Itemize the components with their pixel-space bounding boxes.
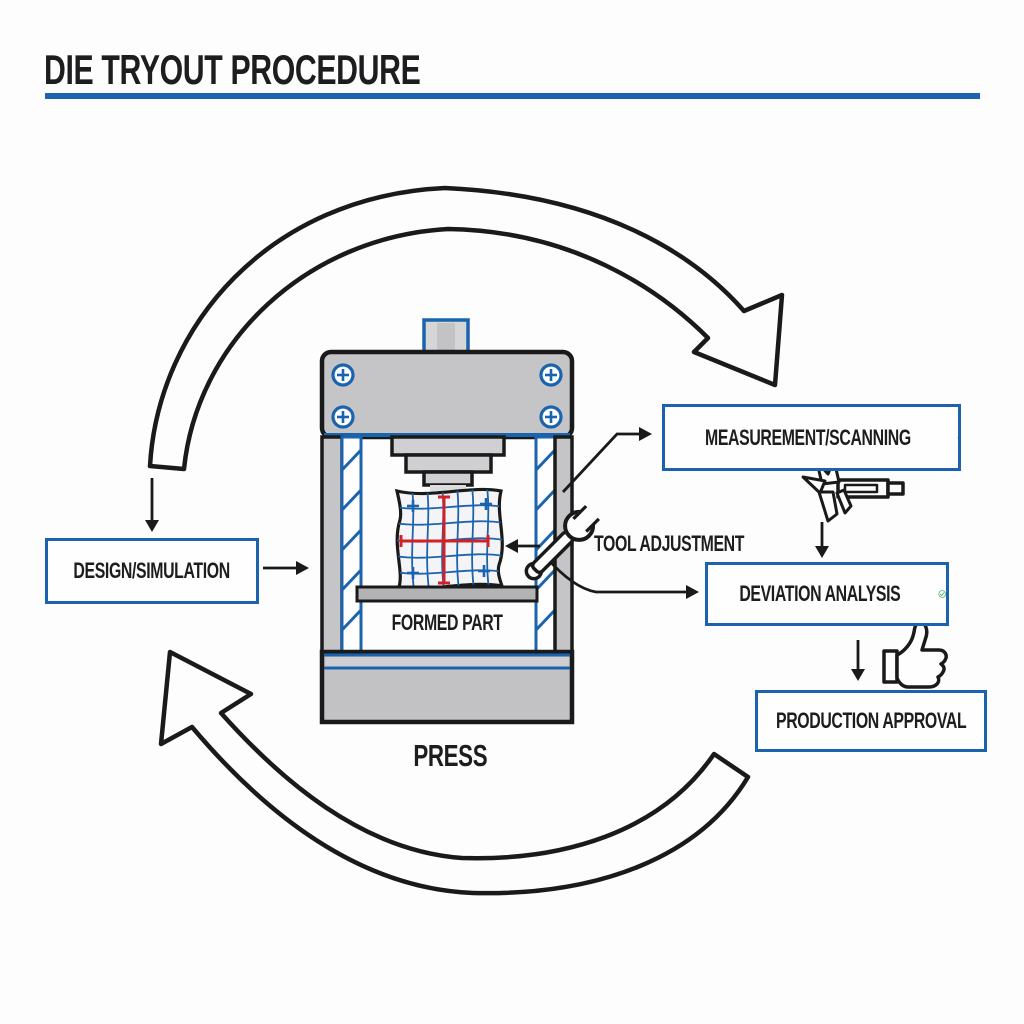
arrow-deviation-to-production <box>851 640 865 681</box>
design-simulation-label: DESIGN/SIMULATION <box>73 558 231 583</box>
production-approval-label: PRODUCTION APPROVAL <box>775 708 967 733</box>
formed-part-label: FORMED PART <box>357 610 537 636</box>
cycle-arrow-bottom <box>158 649 751 896</box>
press-cylinder-rod <box>437 323 455 352</box>
measurement-scanning-label: MEASUREMENT/SCANNING <box>705 424 911 450</box>
blue-reference-marks <box>407 498 492 579</box>
cycle-arrow-top <box>147 185 785 472</box>
arrow-design-to-press <box>263 561 309 575</box>
page-title: DIE TRYOUT PROCEDURE <box>44 46 567 94</box>
arrow-measurement-to-deviation <box>815 522 829 558</box>
press-label: PRESS <box>350 738 550 774</box>
check-circle-icon <box>938 590 946 598</box>
press-platen <box>355 585 539 603</box>
title-underline <box>45 93 980 99</box>
caliper-icon <box>801 458 905 523</box>
arrow-tool-to-part <box>505 539 540 553</box>
screw-icons <box>331 363 563 429</box>
scanner-icon <box>956 436 958 439</box>
screw-icon <box>331 363 355 387</box>
deviation-analysis-label: DEVIATION ANALYSIS <box>739 581 901 606</box>
node-design-simulation: DESIGN/SIMULATION <box>45 538 259 604</box>
formed-part-sheet <box>394 487 505 591</box>
red-reference-cross <box>399 495 490 585</box>
arrow-press-to-measurement <box>561 427 652 493</box>
screw-icon <box>539 405 563 429</box>
node-production-approval: PRODUCTION APPROVAL <box>755 690 987 752</box>
press-base <box>319 649 575 725</box>
formed-part-text: FORMED PART <box>391 610 503 635</box>
press-crown <box>319 349 575 440</box>
node-deviation-analysis: DEVIATION ANALYSIS <box>705 562 949 626</box>
wrench-icon <box>524 502 603 581</box>
screw-icon <box>331 405 355 429</box>
press-ram <box>390 435 506 491</box>
tool-adjustment-label: TOOL ADJUSTMENT <box>594 531 802 557</box>
screw-icon <box>539 363 563 387</box>
thumbs-up-icon <box>882 621 948 689</box>
connector-arrows <box>145 427 865 681</box>
page-title-text: DIE TRYOUT PROCEDURE <box>44 46 421 93</box>
tool-adjustment-text: TOOL ADJUSTMENT <box>594 531 745 556</box>
press-text: PRESS <box>413 738 487 773</box>
node-measurement-scanning: MEASUREMENT/SCANNING <box>662 404 961 471</box>
arrow-cycle-to-design <box>145 478 159 532</box>
press-machine <box>319 318 575 725</box>
